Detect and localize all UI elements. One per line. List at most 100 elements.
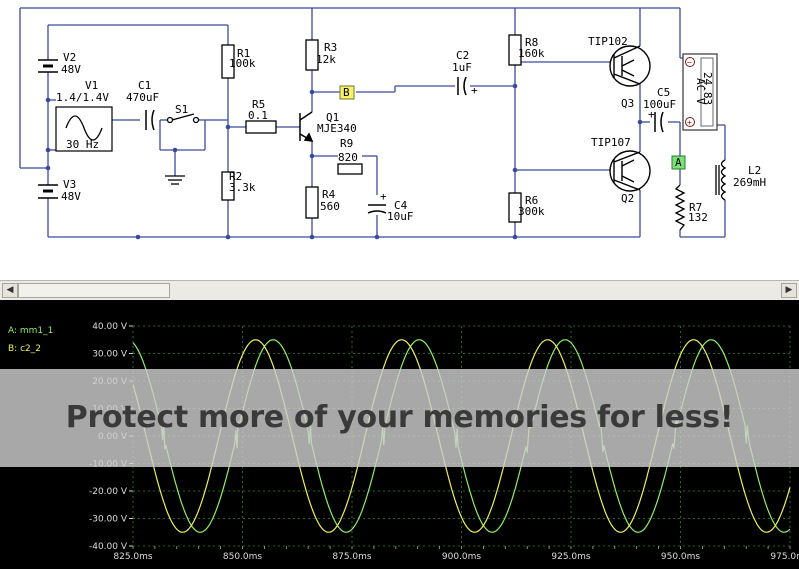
resistor-r1[interactable]	[221, 44, 235, 79]
r6-value: 300k	[518, 205, 545, 218]
v3-name: V3	[63, 178, 76, 191]
c4-value: 10uF	[387, 210, 414, 223]
c2-plus: +	[471, 84, 478, 97]
ground-symbol	[165, 175, 185, 185]
q1-name: Q1	[326, 111, 339, 124]
resistor-r6[interactable]	[508, 192, 522, 223]
inductor-l2[interactable]	[715, 159, 727, 201]
junction-dots	[45, 83, 643, 240]
r7-name: R7	[689, 201, 702, 214]
legend-a: A: mm1_1	[8, 326, 53, 336]
r5-name: R5	[252, 98, 265, 111]
y-tick-label: 40.00 V	[92, 322, 128, 332]
q3-name: Q3	[621, 97, 634, 110]
r3-name: R3	[324, 41, 337, 54]
r6-name: R6	[525, 194, 538, 207]
resistor-r4[interactable]	[305, 186, 319, 219]
v1-name: V1	[85, 79, 98, 92]
x-axis-ticks: 825.0ms 850.0ms 875.0ms 900.0ms 925.0ms 950.0…	[113, 552, 799, 562]
capacitor-c2[interactable]	[457, 76, 467, 96]
r8-name: R8	[525, 36, 538, 49]
resistor-r7[interactable]	[674, 184, 686, 231]
watermark-banner: Protect more of your memories for less!	[0, 369, 799, 467]
v1-frequency: 30 Hz	[66, 138, 99, 151]
y-tick-label: -20.00 V	[89, 487, 128, 497]
v2-name: V2	[63, 51, 76, 64]
q2-model: TIP107	[591, 136, 631, 149]
q1-model: MJE340	[317, 122, 357, 135]
s1-name: S1	[175, 103, 188, 116]
voltmeter-mode: AC V	[694, 78, 707, 105]
r5-value: 0.1	[248, 109, 268, 122]
x-tick-label: 875.0ms	[332, 552, 372, 562]
l2-name: L2	[748, 164, 761, 177]
c5-name: C5	[657, 86, 670, 99]
c4-name: C4	[394, 199, 408, 212]
trace-b-c2-2	[132, 339, 791, 533]
ac-source-v1[interactable]	[55, 106, 113, 152]
r7-value: 132	[688, 211, 708, 224]
x-tick-label: 925.0ms	[551, 552, 591, 562]
q2-name: Q2	[621, 192, 634, 205]
c2-value: 1uF	[452, 61, 472, 74]
resistor-r8[interactable]	[508, 34, 522, 66]
transistor-q1[interactable]	[299, 111, 314, 142]
r4-name: R4	[322, 188, 336, 201]
banner-text: Protect more of your memories for less!	[65, 400, 734, 435]
probe-b-label: B	[343, 86, 350, 99]
r8-value: 160k	[518, 47, 545, 60]
probe-a-label: A	[675, 156, 682, 169]
c5-value: 100uF	[643, 98, 676, 111]
scrollbar-thumb[interactable]	[18, 283, 170, 298]
r1-value: 100k	[229, 57, 256, 70]
resistor-r9[interactable]	[337, 163, 363, 175]
transistor-q2[interactable]	[609, 150, 651, 192]
switch-s1[interactable]	[166, 113, 200, 124]
y-tick-label: -40.00 V	[89, 542, 128, 552]
x-tick-label: 950.0ms	[661, 552, 701, 562]
y-tick-label: -30.00 V	[89, 515, 128, 525]
transistor-q3[interactable]	[609, 45, 651, 87]
r4-value: 560	[320, 200, 340, 213]
r1-name: R1	[237, 47, 250, 60]
x-tick-label: 825.0ms	[113, 552, 153, 562]
circuit-schematic: V2 48V V3 48V V1 1.4/1.4V 30 Hz C1 470uF…	[0, 0, 799, 280]
voltmeter-minus: −	[687, 58, 692, 67]
l2-value: 269mH	[733, 176, 766, 189]
y-tick-label: 30.00 V	[92, 350, 128, 360]
scroll-right-arrow-icon[interactable]: ▶	[781, 283, 797, 298]
c4-plus: +	[380, 190, 387, 203]
horizontal-scrollbar[interactable]: ◀ ▶	[0, 280, 799, 301]
legend-b: B: c2_2	[8, 344, 41, 354]
r2-value: 3.3k	[229, 181, 256, 194]
voltmeter-plus: +	[687, 118, 692, 127]
resistor-r5[interactable]	[245, 120, 277, 134]
capacitor-c5[interactable]	[654, 111, 664, 133]
v2-value: 48V	[61, 63, 81, 76]
resistor-r3[interactable]	[305, 39, 319, 71]
capacitor-c4[interactable]	[367, 204, 387, 214]
probe-a-marker[interactable]	[671, 155, 686, 170]
capacitor-c1[interactable]	[145, 109, 155, 131]
r9-name: R9	[340, 137, 353, 150]
q3-model: TIP102	[588, 35, 628, 48]
battery-v3-symbol[interactable]	[38, 184, 58, 199]
c1-name: C1	[138, 79, 151, 92]
resistor-r2[interactable]	[221, 171, 235, 201]
r2-name: R2	[229, 170, 242, 183]
r3-value: 12k	[316, 53, 336, 66]
ac-voltmeter[interactable]	[682, 53, 718, 131]
v1-value: 1.4/1.4V	[56, 91, 109, 104]
battery-v2-symbol[interactable]	[38, 59, 58, 73]
v3-value: 48V	[61, 190, 81, 203]
c5-plus: +	[648, 108, 655, 121]
probe-b-marker[interactable]	[339, 85, 355, 100]
scroll-left-arrow-icon[interactable]: ◀	[2, 283, 18, 298]
c1-value: 470uF	[126, 91, 159, 104]
x-tick-label: 850.0ms	[223, 552, 263, 562]
c2-name: C2	[456, 49, 469, 62]
x-tick-label: 900.0ms	[442, 552, 482, 562]
r9-value: 820	[338, 151, 358, 164]
x-tick-label: 975.0ms	[770, 552, 799, 562]
voltmeter-reading: 24.83	[701, 72, 714, 105]
